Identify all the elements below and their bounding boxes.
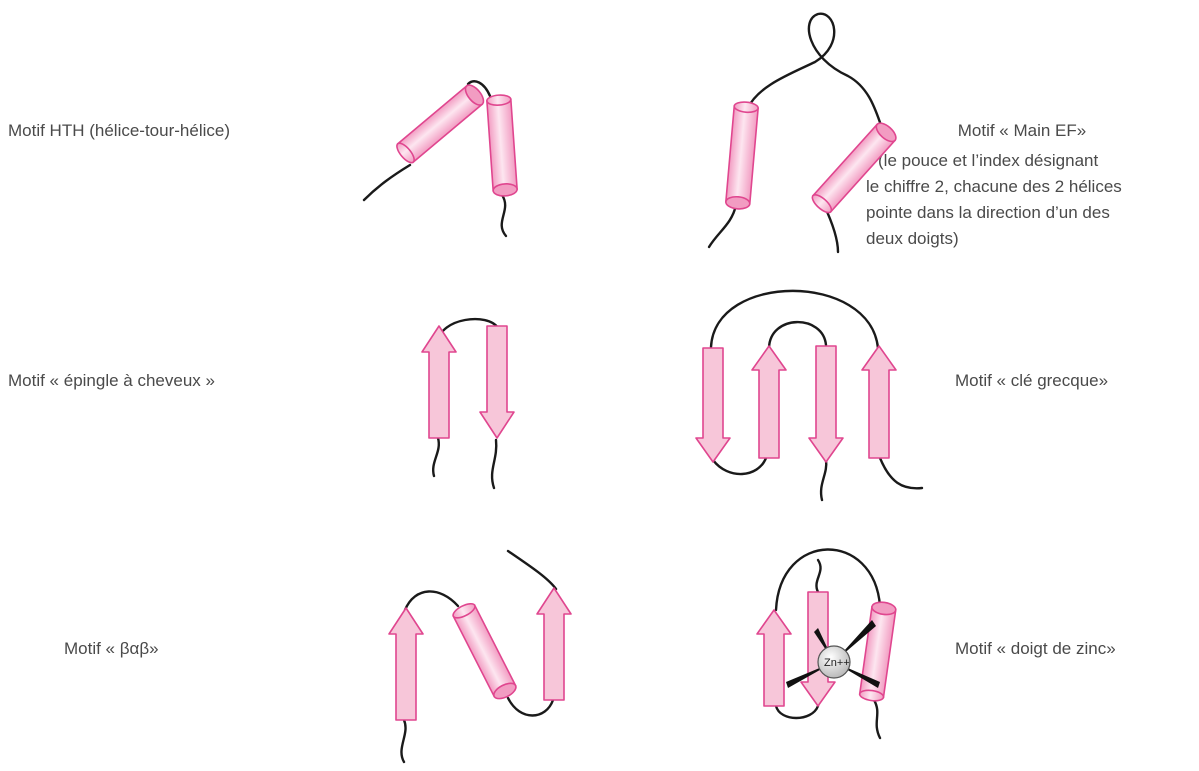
ef-helix-1	[725, 101, 758, 210]
hairpin-strand-up	[422, 326, 456, 438]
zinc-finger-loop-c-term	[874, 700, 880, 738]
greek-key-loop-c-term	[880, 458, 922, 488]
hairpin-loop-n-term	[433, 438, 439, 476]
bab-strand-2-up	[537, 588, 571, 700]
ef-loop-n-term	[709, 205, 736, 247]
bab-strand-1-up	[389, 608, 423, 720]
greek-key-lower-loop	[713, 458, 766, 474]
hth-loop-n-term	[364, 165, 410, 200]
bab-loop-1	[405, 591, 458, 610]
hth-loop-c-term	[502, 195, 506, 236]
greek-key-strand-4-up	[862, 346, 896, 458]
zinc-finger-bottom-loop	[776, 706, 818, 718]
hth-helix-2	[487, 94, 518, 196]
zinc-finger-strand-up	[757, 610, 791, 706]
zinc-ion-label: Zn++	[824, 657, 850, 669]
hairpin-loop-c-term	[492, 440, 496, 488]
greek-key-outer-loop	[711, 291, 878, 348]
greek-key-strand-3-down	[809, 346, 843, 462]
greek-key-inner-loop	[769, 322, 826, 348]
bab-helix	[451, 601, 518, 702]
ef-helix-2	[810, 120, 899, 216]
zinc-finger-loop-n-term	[816, 560, 820, 592]
bab-loop-n-term	[401, 720, 405, 762]
hth-helix-1	[394, 82, 487, 165]
greek-key-strand-2-up	[752, 346, 786, 458]
bab-loop-c-term	[508, 551, 556, 589]
greek-key-loop-n-term	[821, 460, 826, 500]
hairpin-strand-down	[480, 326, 514, 438]
greek-key-strand-1-down	[696, 348, 730, 462]
ef-calcium-binding-loop	[748, 14, 882, 128]
